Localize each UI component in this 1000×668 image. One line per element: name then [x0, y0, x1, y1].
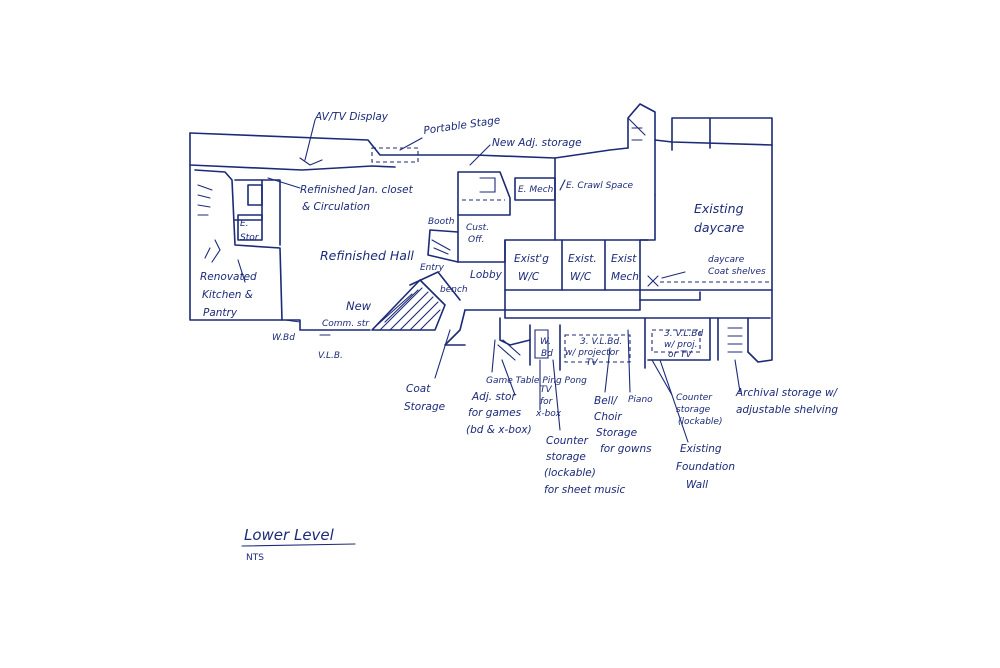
tv-xbox-label-3: x-box: [535, 409, 562, 419]
lobby-label: Lobby: [470, 269, 503, 281]
wb-small-label-2: Bd: [541, 349, 553, 359]
daycare-coat-label-1: daycare: [708, 255, 745, 265]
new-comm-stair-label-1: New: [346, 299, 372, 313]
wb-small-label-1: W.: [540, 337, 551, 347]
vl-bd-right-label-3: or TV: [668, 350, 693, 360]
leader-lines: [237, 119, 741, 443]
circulation-label: & Circulation: [302, 201, 370, 213]
wbd-left-label: W.Bd: [272, 333, 295, 343]
bell-choir-label-3: Storage: [596, 427, 637, 439]
refinished-hall-label: Refinished Hall: [320, 248, 414, 263]
archival-storage-label-1: Archival storage w/: [735, 387, 839, 399]
entry-bench-label-2: bench: [440, 285, 468, 295]
exist-mech-label-a: Exist: [611, 253, 637, 265]
e-stor-label-1: E.: [240, 219, 249, 229]
adj-stor-label-3: (bd & x-box): [466, 424, 532, 436]
vl-bd-mid-label-2: w/ projector: [565, 348, 620, 358]
building-walls: [189, 103, 773, 371]
existing-daycare-label-2: daycare: [694, 220, 745, 235]
adj-stor-label-2: for games: [468, 407, 522, 419]
game-table-label: Game Table Ping Pong: [486, 376, 587, 386]
booth-label: Booth: [428, 217, 455, 227]
vl-bd-mid-label-3: TV: [586, 358, 598, 368]
existing-daycare-label-1: Existing: [694, 201, 744, 216]
vl-bd-right-label-1: 3. V.L.Bd: [664, 329, 703, 339]
counter-storage-label-3: (lockable): [678, 417, 722, 427]
renovated-kitchen-label-3: Pantry: [203, 307, 238, 319]
counter-storage-label-2: storage: [676, 405, 711, 415]
exist-wc-1-label-b: W/C: [518, 271, 540, 283]
cust-off-label-1: Cust.: [466, 223, 489, 233]
cust-off-label-2: Off.: [468, 235, 484, 245]
exist-mech-label-b: Mech: [611, 271, 639, 283]
new-adj-storage-label: New Adj. storage: [492, 137, 582, 149]
drawing-title: Lower Level: [244, 526, 335, 544]
counter-short-label-1: Counter: [546, 435, 589, 447]
renovated-kitchen-label-2: Kitchen &: [202, 289, 253, 301]
bell-choir-label-4: for gowns: [600, 443, 652, 455]
tv-xbox-label-1: TV: [540, 385, 552, 395]
coat-storage-label-2: Storage: [404, 401, 445, 413]
existing-foundation-label-3: Wall: [686, 479, 708, 491]
renovated-kitchen-label-1: Renovated: [200, 271, 257, 283]
vlb-label: V.L.B.: [318, 351, 343, 361]
vl-bd-right-label-2: w/ proj.: [664, 340, 698, 350]
piano-label: Piano: [628, 395, 653, 405]
counter-short-label-3: (lockable): [544, 467, 596, 479]
refinished-closet-label: Refinished Jan. closet: [300, 184, 414, 196]
entry-bench-label-1: Entry: [420, 263, 445, 273]
e-crawl-space-label: E. Crawl Space: [566, 181, 634, 191]
coat-storage-label-1: Coat: [406, 383, 431, 395]
exist-wc-2-label-b: W/C: [570, 271, 592, 283]
bell-choir-label-1: Bell/: [594, 395, 618, 407]
vl-bd-mid-label-1: 3. V.L.Bd.: [580, 337, 622, 347]
counter-short-label-4: for sheet music: [544, 484, 626, 496]
counter-storage-label-1: Counter: [676, 393, 713, 403]
title-block: Lower Level NTS: [241, 526, 356, 563]
e-stor-label-2: Stor: [240, 233, 260, 243]
bell-choir-label-2: Choir: [594, 411, 622, 423]
e-mech-label: E. Mech: [518, 185, 554, 195]
existing-foundation-label-2: Foundation: [676, 461, 735, 473]
archival-storage-label-2: adjustable shelving: [736, 404, 838, 416]
existing-foundation-label-1: Existing: [680, 443, 722, 455]
portable-stage-label: Portable Stage: [423, 114, 501, 137]
av-display-label: AV/TV Display: [314, 111, 389, 123]
counter-short-label-2: storage: [546, 451, 586, 463]
room-labels: AV/TV Display Portable Stage New Adj. st…: [200, 111, 839, 496]
adj-stor-label-1: Adj. stor: [471, 391, 516, 403]
exist-wc-2-label-a: Exist.: [568, 253, 597, 265]
scale-note: NTS: [246, 553, 264, 563]
new-comm-stair-label-2: Comm. str: [322, 319, 370, 329]
tv-xbox-label-2: for: [540, 397, 554, 407]
daycare-coat-label-2: Coat shelves: [708, 267, 766, 277]
exist-wc-1-label-a: Exist'g: [514, 253, 549, 265]
